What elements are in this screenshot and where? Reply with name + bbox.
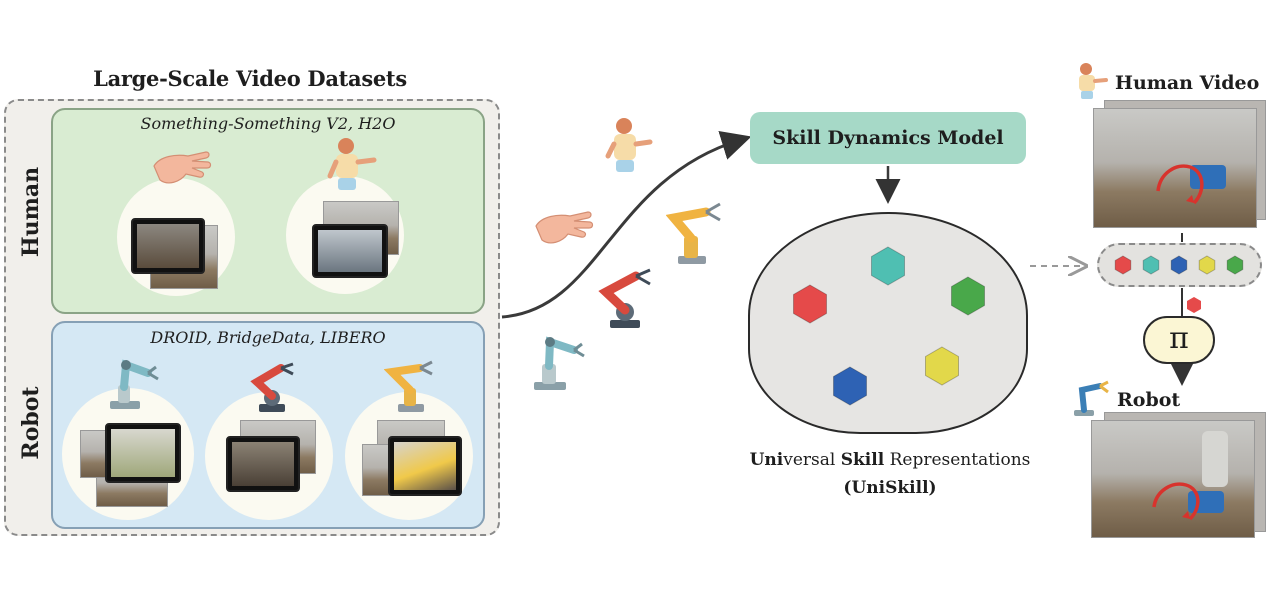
robot-imitation-arm-icon — [1074, 380, 1109, 416]
floating-robot-arm-red-icon — [598, 268, 651, 328]
skill-hexagon — [793, 284, 827, 324]
human-video-motion-arc — [1156, 164, 1226, 205]
skill-hexagons — [793, 246, 985, 406]
human-panel — [51, 108, 485, 314]
human-video-screen-2 — [312, 224, 388, 278]
robot-arm-teal-icon — [110, 359, 159, 409]
robot-imitation-frame — [1091, 420, 1255, 538]
robot-arm-yellow-icon — [384, 360, 433, 412]
human-sources: Something-Something V2, H2O — [140, 114, 396, 133]
human-video-screen-1 — [131, 218, 205, 274]
human-video-frame — [1093, 108, 1257, 228]
skill-token — [1142, 255, 1160, 275]
caption-representations: Representations — [884, 450, 1031, 470]
human-video-title: Human Video — [1115, 72, 1260, 94]
representation-caption: Universal Skill Representations (UniSkil… — [730, 446, 1050, 502]
caption-skill: Skill — [840, 450, 885, 470]
skill-hexagon — [833, 366, 867, 406]
human-side-label: Human — [18, 166, 44, 258]
caption-versal: versal — [783, 450, 841, 470]
person-icon — [327, 138, 377, 190]
skill-token — [1226, 255, 1244, 275]
robot-arm-red-icon — [250, 362, 294, 412]
floating-robot-arm-yellow-icon — [666, 202, 721, 264]
robot-side-label: Robot — [18, 386, 44, 460]
robot-video-screen-2 — [226, 436, 300, 492]
floating-hand-icon — [535, 211, 594, 244]
skill-tokens — [1114, 255, 1244, 275]
skill-hexagon — [951, 276, 985, 316]
caption-uni: Uni — [749, 450, 784, 470]
datasets-title: Large-Scale Video Datasets — [93, 66, 407, 91]
robot-video-screen-1 — [105, 423, 181, 483]
skill-dynamics-model-box: Skill Dynamics Model — [750, 112, 1026, 164]
selected-skill-token — [1187, 297, 1201, 313]
robot-video-screen-3 — [388, 436, 462, 496]
floating-robot-arm-teal-icon — [534, 336, 585, 390]
floating-person-icon — [605, 118, 653, 172]
skill-hexagon — [925, 346, 959, 386]
policy-pi: π — [1143, 316, 1215, 364]
skill-token — [1198, 255, 1216, 275]
skill-token — [1114, 255, 1132, 275]
human-video-person-icon — [1079, 63, 1108, 99]
robot-sources: DROID, BridgeData, LIBERO — [150, 328, 386, 347]
hand-icon — [153, 151, 212, 184]
flow-connectors — [501, 130, 1195, 386]
skill-hexagon — [871, 246, 905, 286]
robot-imitation-motion-arc — [1152, 431, 1228, 521]
dataset-to-model-arrow — [501, 130, 752, 319]
caption-uniskill: (UniSkill) — [843, 478, 937, 498]
skill-token — [1170, 255, 1188, 275]
